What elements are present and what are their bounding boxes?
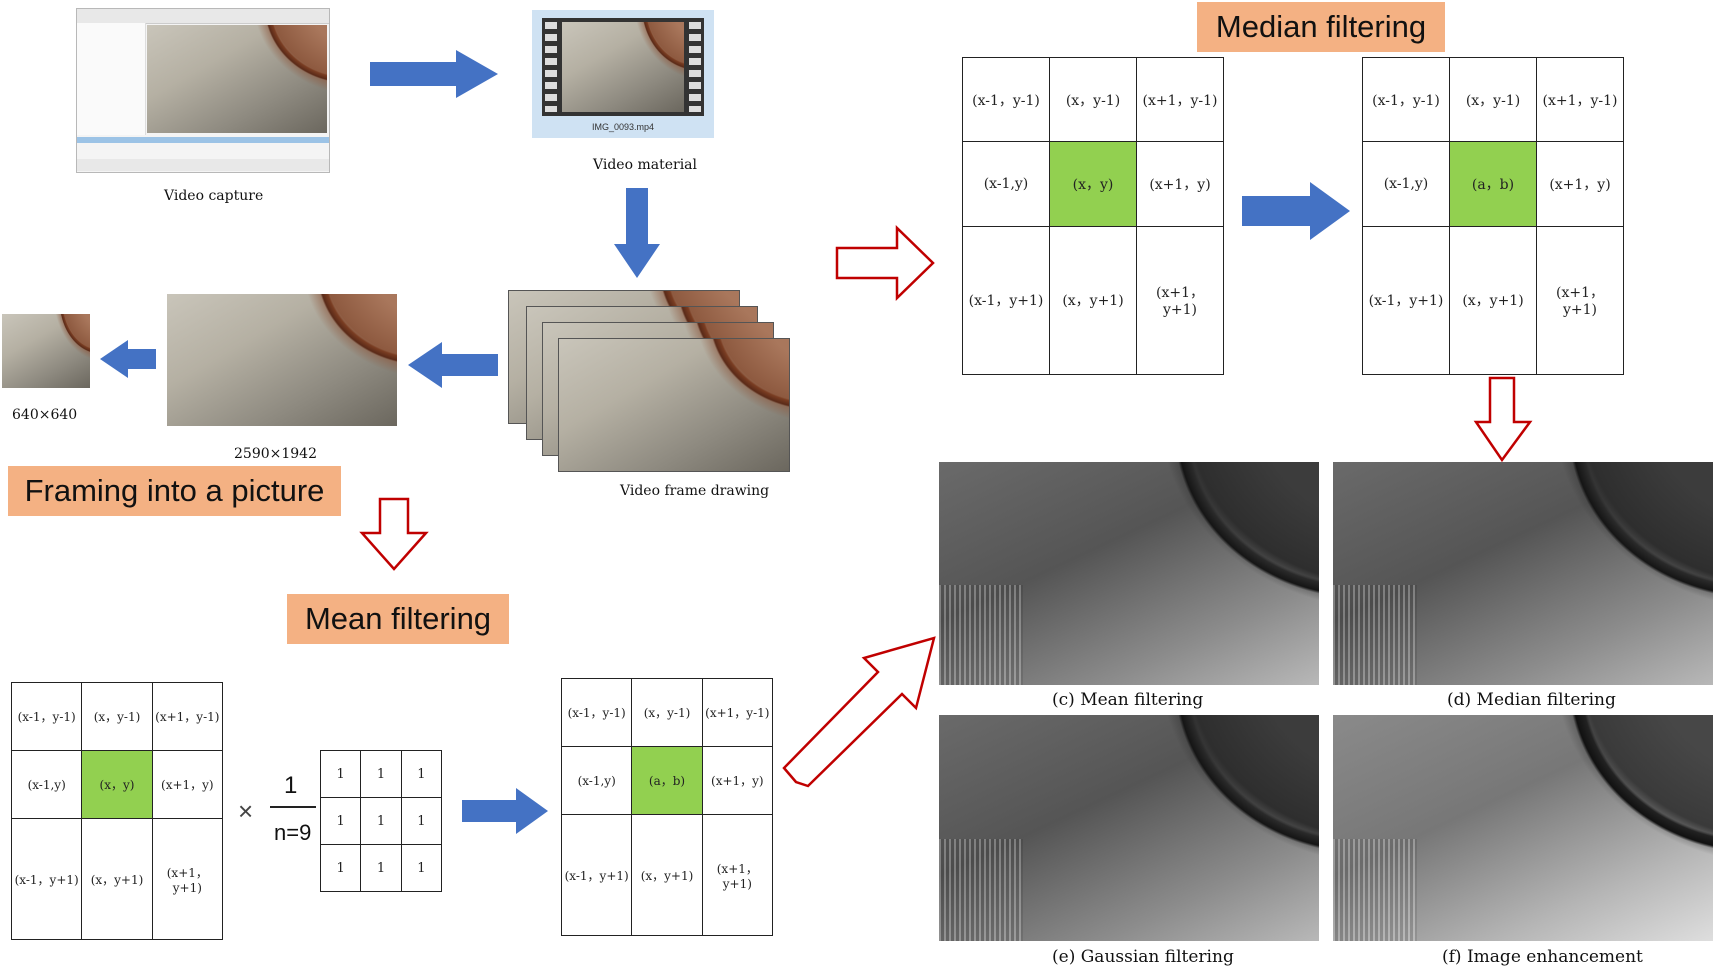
fraction-denominator: n=9 bbox=[274, 820, 312, 845]
kernel-cell: 1 bbox=[319, 797, 362, 845]
film-sprocket-left bbox=[545, 22, 557, 112]
grid-cell: (x-1,y) bbox=[1362, 141, 1450, 227]
grid-cell: (x，y+1) bbox=[631, 814, 703, 936]
kernel-cell: 1 bbox=[319, 750, 362, 798]
result-image-median bbox=[1333, 462, 1713, 685]
mean-kernel-grid: 1 1 1 1 1 1 1 1 1 bbox=[319, 750, 443, 892]
label-median-filtering: Median filtering bbox=[1197, 2, 1445, 52]
median-output-grid: (x-1，y-1) (x，y-1) (x+1，y-1) (x-1,y) (a，b… bbox=[1362, 56, 1624, 376]
multiply-sign: × bbox=[238, 796, 254, 826]
grid-cell: (x-1,y) bbox=[560, 746, 633, 816]
mean-input-grid: (x-1，y-1) (x，y-1) (x+1，y-1) (x-1,y) (x，y… bbox=[10, 681, 224, 940]
caption-video-frame-drawing: Video frame drawing bbox=[620, 483, 770, 499]
grid-cell: (x+1，y) bbox=[1536, 141, 1624, 227]
result-image-enhancement bbox=[1333, 715, 1713, 941]
kernel-cell: 1 bbox=[360, 797, 402, 845]
grid-cell: (x+1，y) bbox=[151, 750, 224, 820]
fraction-bar bbox=[270, 806, 316, 808]
video-filename: IMG_0093.mp4 bbox=[591, 122, 655, 132]
grid-center-cell: (a，b) bbox=[631, 746, 703, 816]
result-texture bbox=[1333, 584, 1417, 685]
grid-cell: (x+1，y) bbox=[701, 746, 774, 816]
kernel-cell: 1 bbox=[400, 797, 443, 845]
result-texture bbox=[939, 584, 1023, 685]
caption-median-result: (d) Median filtering bbox=[1447, 690, 1616, 710]
grid-cell: (x-1,y) bbox=[962, 141, 1050, 227]
grid-cell: (x+1，y) bbox=[1136, 141, 1224, 227]
grid-cell: (x-1，y+1) bbox=[10, 818, 83, 940]
arrow-capture-to-material bbox=[370, 50, 498, 98]
label-framing-into-picture: Framing into a picture bbox=[8, 466, 341, 516]
grid-cell: (x+1， y+1) bbox=[701, 814, 774, 936]
grid-cell: (x-1，y-1) bbox=[962, 56, 1050, 143]
kernel-cell: 1 bbox=[400, 844, 443, 892]
captured-frame-preview bbox=[147, 25, 327, 133]
grid-cell: (x，y+1) bbox=[1449, 225, 1537, 376]
grid-cell: (x-1，y+1) bbox=[962, 225, 1050, 376]
caption-mean-result: (c) Mean filtering bbox=[1052, 690, 1204, 710]
grid-cell: (x+1， y+1) bbox=[1136, 225, 1224, 376]
caption-enhancement-result: (f) Image enhancement bbox=[1442, 947, 1643, 967]
grid-cell: (x，y-1) bbox=[1049, 56, 1137, 143]
grid-cell: (x-1，y-1) bbox=[560, 677, 633, 748]
arrow-median-to-output bbox=[1242, 182, 1350, 240]
grid-cell: (x-1，y-1) bbox=[10, 681, 83, 752]
grid-cell: (x+1， y+1) bbox=[151, 818, 224, 940]
arrow-large-to-small bbox=[100, 340, 156, 378]
video-material-thumbnail: IMG_0093.mp4 bbox=[532, 10, 714, 138]
grid-cell: (x+1，y-1) bbox=[1136, 56, 1224, 143]
grid-cell: (x+1，y-1) bbox=[151, 681, 224, 752]
arrow-to-median bbox=[835, 225, 935, 301]
grid-cell: (x+1，y-1) bbox=[1536, 56, 1624, 143]
frame-image-small bbox=[2, 314, 90, 388]
arrow-mean-to-output bbox=[462, 788, 548, 834]
caption-size-small: 640×640 bbox=[12, 407, 78, 423]
arrow-mean-to-results bbox=[782, 636, 936, 788]
grid-cell: (x-1，y+1) bbox=[560, 814, 633, 936]
grid-cell: (x，y-1) bbox=[631, 677, 703, 748]
arrow-framing-to-mean bbox=[359, 497, 429, 571]
grid-cell: (x，y-1) bbox=[1449, 56, 1537, 143]
kernel-cell: 1 bbox=[360, 750, 402, 798]
caption-video-material: Video material bbox=[593, 157, 697, 173]
grid-center-cell: (a，b) bbox=[1449, 141, 1537, 227]
result-texture bbox=[1333, 839, 1417, 941]
arrow-material-to-frames bbox=[614, 188, 660, 278]
result-image-mean bbox=[939, 462, 1319, 685]
grid-cell: (x，y+1) bbox=[81, 818, 153, 940]
caption-video-capture: Video capture bbox=[164, 188, 264, 204]
film-frame-image bbox=[562, 22, 684, 112]
app-side-panel bbox=[77, 23, 146, 135]
grid-cell: (x+1， y+1) bbox=[1536, 225, 1624, 376]
result-texture bbox=[939, 839, 1023, 941]
fraction-numerator: 1 bbox=[284, 772, 298, 799]
app-timeline bbox=[77, 137, 329, 143]
film-sprocket-right bbox=[689, 22, 701, 112]
grid-cell: (x-1，y+1) bbox=[1362, 225, 1450, 376]
video-frame-4 bbox=[558, 338, 790, 472]
label-mean-filtering: Mean filtering bbox=[287, 594, 509, 644]
grid-cell: (x-1,y) bbox=[10, 750, 83, 820]
caption-gaussian-result: (e) Gaussian filtering bbox=[1052, 947, 1234, 967]
grid-cell: (x+1，y-1) bbox=[701, 677, 774, 748]
app-menubar bbox=[77, 9, 329, 24]
grid-cell: (x-1，y-1) bbox=[1362, 56, 1450, 143]
arrow-median-to-results bbox=[1473, 376, 1533, 463]
grid-center-cell: (x，y) bbox=[81, 750, 153, 820]
grid-cell: (x，y+1) bbox=[1049, 225, 1137, 376]
kernel-cell: 1 bbox=[360, 844, 402, 892]
result-image-gaussian bbox=[939, 715, 1319, 941]
app-statusbar bbox=[77, 159, 329, 171]
grid-center-cell: (x，y) bbox=[1049, 141, 1137, 227]
median-input-grid: (x-1，y-1) (x，y-1) (x+1，y-1) (x-1,y) (x，y… bbox=[962, 56, 1224, 376]
caption-size-large: 2590×1942 bbox=[234, 446, 317, 462]
grid-cell: (x，y-1) bbox=[81, 681, 153, 752]
kernel-cell: 1 bbox=[319, 844, 362, 892]
film-strip bbox=[542, 18, 704, 116]
frame-image-large bbox=[167, 294, 397, 426]
kernel-cell: 1 bbox=[400, 750, 443, 798]
arrow-frames-to-large bbox=[408, 342, 498, 388]
video-capture-screenshot bbox=[76, 8, 330, 173]
mean-output-grid: (x-1，y-1) (x，y-1) (x+1，y-1) (x-1,y) (a，b… bbox=[560, 677, 774, 936]
